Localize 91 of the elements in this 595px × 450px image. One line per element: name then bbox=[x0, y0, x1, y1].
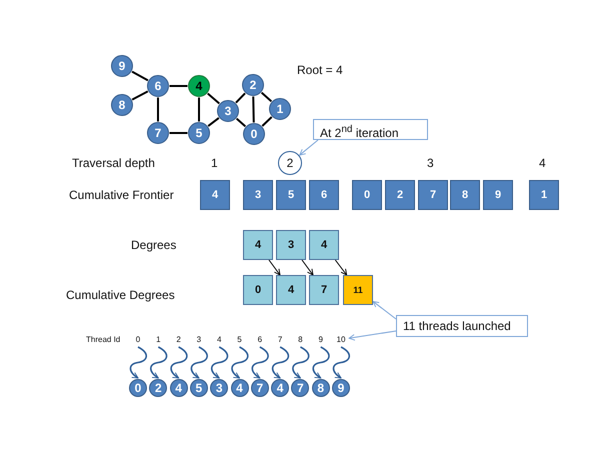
frontier-cell: 4 bbox=[200, 180, 230, 210]
thread-id: 6 bbox=[252, 334, 268, 345]
vertex-circle: 0 bbox=[243, 123, 265, 145]
vertex-circle: 0 bbox=[129, 379, 147, 397]
graph-edge bbox=[132, 70, 148, 82]
graph-edge bbox=[207, 92, 220, 104]
vertex-circle: 1 bbox=[269, 98, 291, 120]
cumulative-degree-cell: 7 bbox=[309, 275, 339, 305]
thread-id: 7 bbox=[272, 334, 288, 345]
frontier-cell: 7 bbox=[418, 180, 448, 210]
thread-arrow bbox=[170, 346, 188, 379]
vertex-circle: 3 bbox=[210, 379, 228, 397]
frontier-cell: 3 bbox=[243, 180, 273, 210]
cumulative-degree-cell: 0 bbox=[243, 275, 273, 305]
arrow bbox=[334, 260, 348, 276]
frontier-cell: 2 bbox=[385, 180, 415, 210]
row-label: Degrees bbox=[131, 238, 176, 252]
graph-edge bbox=[132, 90, 148, 101]
depth-circle: 2 bbox=[278, 151, 302, 175]
leader-line bbox=[372, 300, 396, 320]
graph-edge bbox=[170, 85, 188, 87]
frontier-cell: 8 bbox=[450, 180, 480, 210]
arrow bbox=[268, 260, 280, 276]
vertex-circle: 4 bbox=[170, 379, 188, 397]
row-label: Thread Id bbox=[86, 335, 120, 344]
depth-number: 1 bbox=[211, 156, 218, 170]
leader-line bbox=[299, 140, 318, 156]
thread-id: 2 bbox=[170, 334, 187, 345]
vertex-circle: 2 bbox=[149, 379, 168, 397]
thread-arrow bbox=[190, 346, 208, 379]
vertex-circle: 7 bbox=[147, 122, 169, 144]
graph-edge bbox=[260, 92, 272, 102]
thread-arrow bbox=[272, 346, 290, 379]
vertex-circle: 7 bbox=[291, 379, 310, 397]
thread-id: 1 bbox=[150, 334, 166, 345]
thread-id: 10 bbox=[333, 334, 349, 345]
graph-edge bbox=[198, 98, 200, 122]
vertex-circle: 4 bbox=[188, 75, 210, 97]
row-label: Cumulative Degrees bbox=[66, 288, 175, 302]
callout-box: At 2$^{nd}$ iteration bbox=[313, 119, 428, 140]
vertex-circle: 5 bbox=[188, 122, 210, 144]
callout-box: 11 threads launched bbox=[396, 315, 528, 337]
thread-arrow bbox=[130, 346, 148, 379]
thread-id: 4 bbox=[211, 334, 228, 345]
thread-id: 5 bbox=[232, 334, 248, 345]
degree-cell: 3 bbox=[276, 230, 306, 260]
arrow bbox=[302, 260, 314, 276]
frontier-cell: 0 bbox=[352, 180, 382, 210]
degree-cell: 4 bbox=[243, 230, 273, 260]
leader-line bbox=[348, 330, 396, 341]
thread-arrow bbox=[150, 346, 168, 379]
degree-cell: 4 bbox=[309, 230, 339, 260]
depth-number: 4 bbox=[539, 156, 546, 170]
frontier-cell: 9 bbox=[483, 180, 513, 210]
graph-edge bbox=[262, 116, 272, 127]
cumulative-degree-cell: 4 bbox=[276, 275, 306, 305]
vertex-circle: 7 bbox=[250, 379, 269, 397]
graph-edge bbox=[170, 132, 188, 134]
depth-number: 3 bbox=[427, 156, 434, 170]
vertex-circle: 2 bbox=[242, 74, 264, 96]
thread-arrow bbox=[231, 346, 249, 379]
row-label: Traversal depth bbox=[72, 156, 155, 170]
thread-arrow bbox=[332, 346, 350, 379]
vertex-circle: 4 bbox=[230, 379, 248, 397]
graph-edge bbox=[208, 117, 220, 127]
vertex-circle: 9 bbox=[332, 379, 350, 397]
vertex-circle: 8 bbox=[111, 94, 133, 116]
thread-arrow bbox=[252, 346, 269, 379]
frontier-cell: 5 bbox=[276, 180, 306, 210]
vertex-circle: 9 bbox=[111, 55, 133, 77]
row-label: Cumulative Frontier bbox=[69, 188, 174, 202]
vertex-circle: 3 bbox=[217, 100, 239, 122]
frontier-cell: 6 bbox=[309, 180, 339, 210]
thread-id: 9 bbox=[312, 334, 329, 345]
vertex-circle: 6 bbox=[147, 75, 169, 97]
vertex-circle: 5 bbox=[190, 379, 208, 397]
graph-edge bbox=[235, 92, 246, 104]
vertex-circle: 4 bbox=[271, 379, 290, 397]
graph-edge bbox=[236, 118, 246, 128]
thread-id: 8 bbox=[292, 334, 308, 345]
thread-id: 3 bbox=[190, 334, 207, 345]
thread-arrow bbox=[292, 346, 310, 379]
thread-arrow bbox=[312, 346, 330, 379]
root-label: Root = 4 bbox=[297, 63, 343, 77]
thread-id: 0 bbox=[130, 334, 146, 345]
thread-arrow bbox=[211, 346, 228, 379]
graph-edge bbox=[252, 96, 255, 123]
vertex-circle: 8 bbox=[312, 379, 330, 397]
frontier-cell: 1 bbox=[529, 180, 559, 210]
cumulative-degree-cell: 11 bbox=[343, 275, 373, 305]
graph-edge bbox=[157, 98, 159, 122]
